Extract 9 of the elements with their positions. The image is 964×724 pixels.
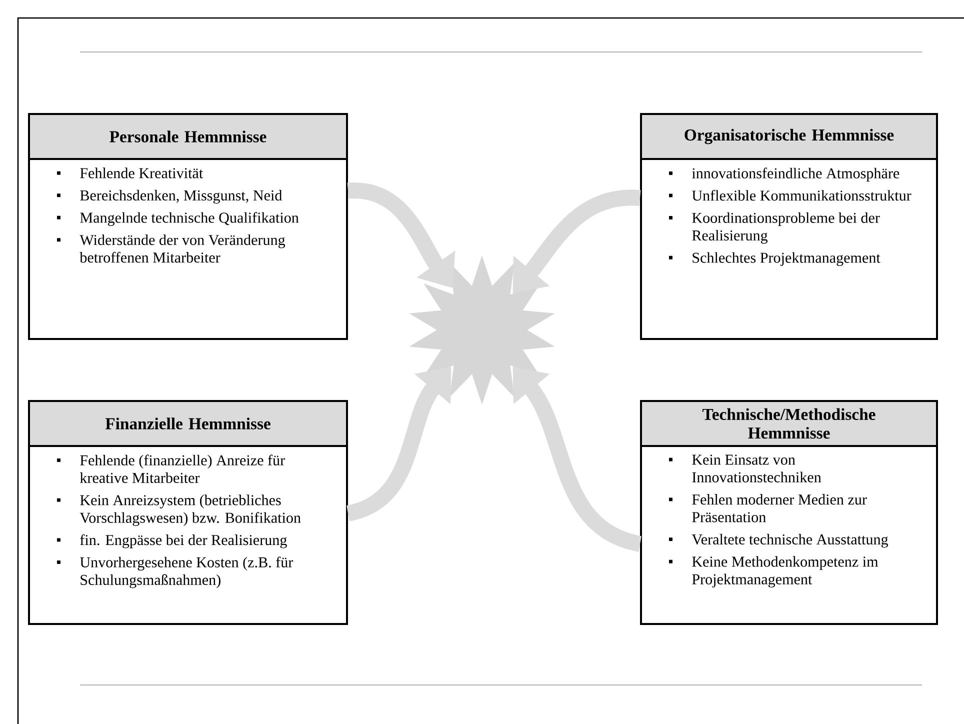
heading-box: Finanzielle Hemmnisse <box>28 400 348 447</box>
list-box: Kein Einsatz von Innovationstechniken Fehlen moderner Medien zur Präsentation Veraltete technische Ausstattung Keine Methodenkompetenz im Projektmanagement <box>640 445 938 625</box>
star-burst <box>409 255 555 405</box>
list-box: Fehlende Kreativität Bereichsdenken, Missgunst, Neid Mangelnde technische Qualifikation Widerstände der von Veränderung betroffenen Mitarbeiter <box>28 158 348 340</box>
heading-box: Organisatorische Hemmnisse <box>640 113 938 160</box>
heading-box: Personale Hemmnisse <box>28 113 348 160</box>
list-box: Fehlende (finanzielle) Anreize für kreative Mitarbeiter Kein Anreizsystem (betriebliches Vorschlagswesen) bzw. Bonifikation fin. Engpässe bei der Realisierung Unvorhergesehene Kosten (z.B. für Schulungsmaßnahmen) <box>28 445 348 625</box>
list-box: innovationsfeindliche Atmosphäre Unflexible Kommunikationsstruktur Koordinationsprobleme bei der Realisierung Schlechtes Projektmanagement <box>640 158 938 340</box>
heading-box: Technische/Methodische Hemmnisse <box>640 400 938 447</box>
